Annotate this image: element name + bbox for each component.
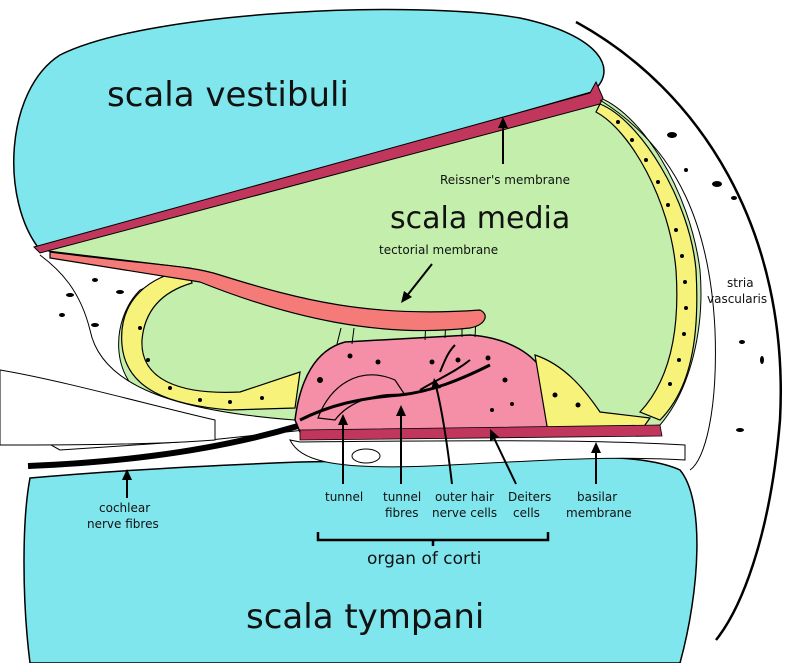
- organ-of-corti-label: organ of corti: [367, 549, 481, 569]
- cochlear-wall: [575, 20, 782, 641]
- stria-label-line2: vascularis: [707, 292, 767, 306]
- inner-sulcus-cells: [121, 269, 301, 411]
- scala-media-label: scala media: [390, 201, 570, 236]
- spiral-ligament-edge: [599, 99, 716, 471]
- scala-tympani-region: [23, 455, 698, 663]
- scala-vestibuli-region: [13, 8, 605, 251]
- tunnel-label: tunnel: [325, 490, 363, 504]
- outer-hair-label-line1: outer hair: [435, 490, 494, 504]
- hensen-claudius-cells: [534, 354, 652, 433]
- reissners-membrane-label: Reissner's membrane: [440, 173, 570, 187]
- basilar-membrane: [299, 424, 663, 441]
- tectorial-membrane: [49, 251, 486, 332]
- reissners-membrane: [33, 80, 604, 254]
- outer-hair-cell-fibres: [419, 344, 471, 391]
- tunnel-fibre-strand: [299, 363, 491, 422]
- stria-nuclei: [616, 120, 688, 386]
- osseous-spiral-lamina: [0, 369, 216, 446]
- scala-vestibuli-label: scala vestibuli: [107, 75, 349, 115]
- tunnel-fibres-label-line1: tunnel: [383, 490, 421, 504]
- scala-tympani-label: scala tympani: [246, 597, 484, 637]
- organ-nuclei: [317, 353, 581, 412]
- basilar-label-line2: membrane: [566, 506, 632, 520]
- outer-hair-label-line2: nerve cells: [432, 506, 497, 520]
- tunnel-fibres-label-line2: fibres: [385, 506, 418, 520]
- label-arrows: [122, 117, 601, 498]
- cochlear-label-line1: cochlear: [99, 501, 150, 515]
- stria-vascularis-cells: [595, 103, 698, 421]
- scala-media-region: [39, 95, 702, 433]
- deiters-label-line2: cells: [513, 506, 540, 520]
- spiral-vessel: [351, 448, 381, 464]
- sulcus-nuclei: [138, 326, 264, 404]
- cochlear-label-line2: nerve fibres: [87, 517, 159, 531]
- bone-spots: [59, 132, 764, 432]
- sub-organ-space: [289, 439, 686, 468]
- basilar-label-line1: basilar: [577, 490, 617, 504]
- tunnel-of-corti: [317, 374, 407, 421]
- cochlear-nerve-fibres: [27, 423, 299, 469]
- tectorial-membrane-label: tectorial membrane: [379, 243, 498, 257]
- deiters-label-line1: Deiters: [508, 490, 551, 504]
- stria-label-line1: stria: [727, 276, 754, 290]
- organ-of-corti-bracket: [316, 532, 550, 546]
